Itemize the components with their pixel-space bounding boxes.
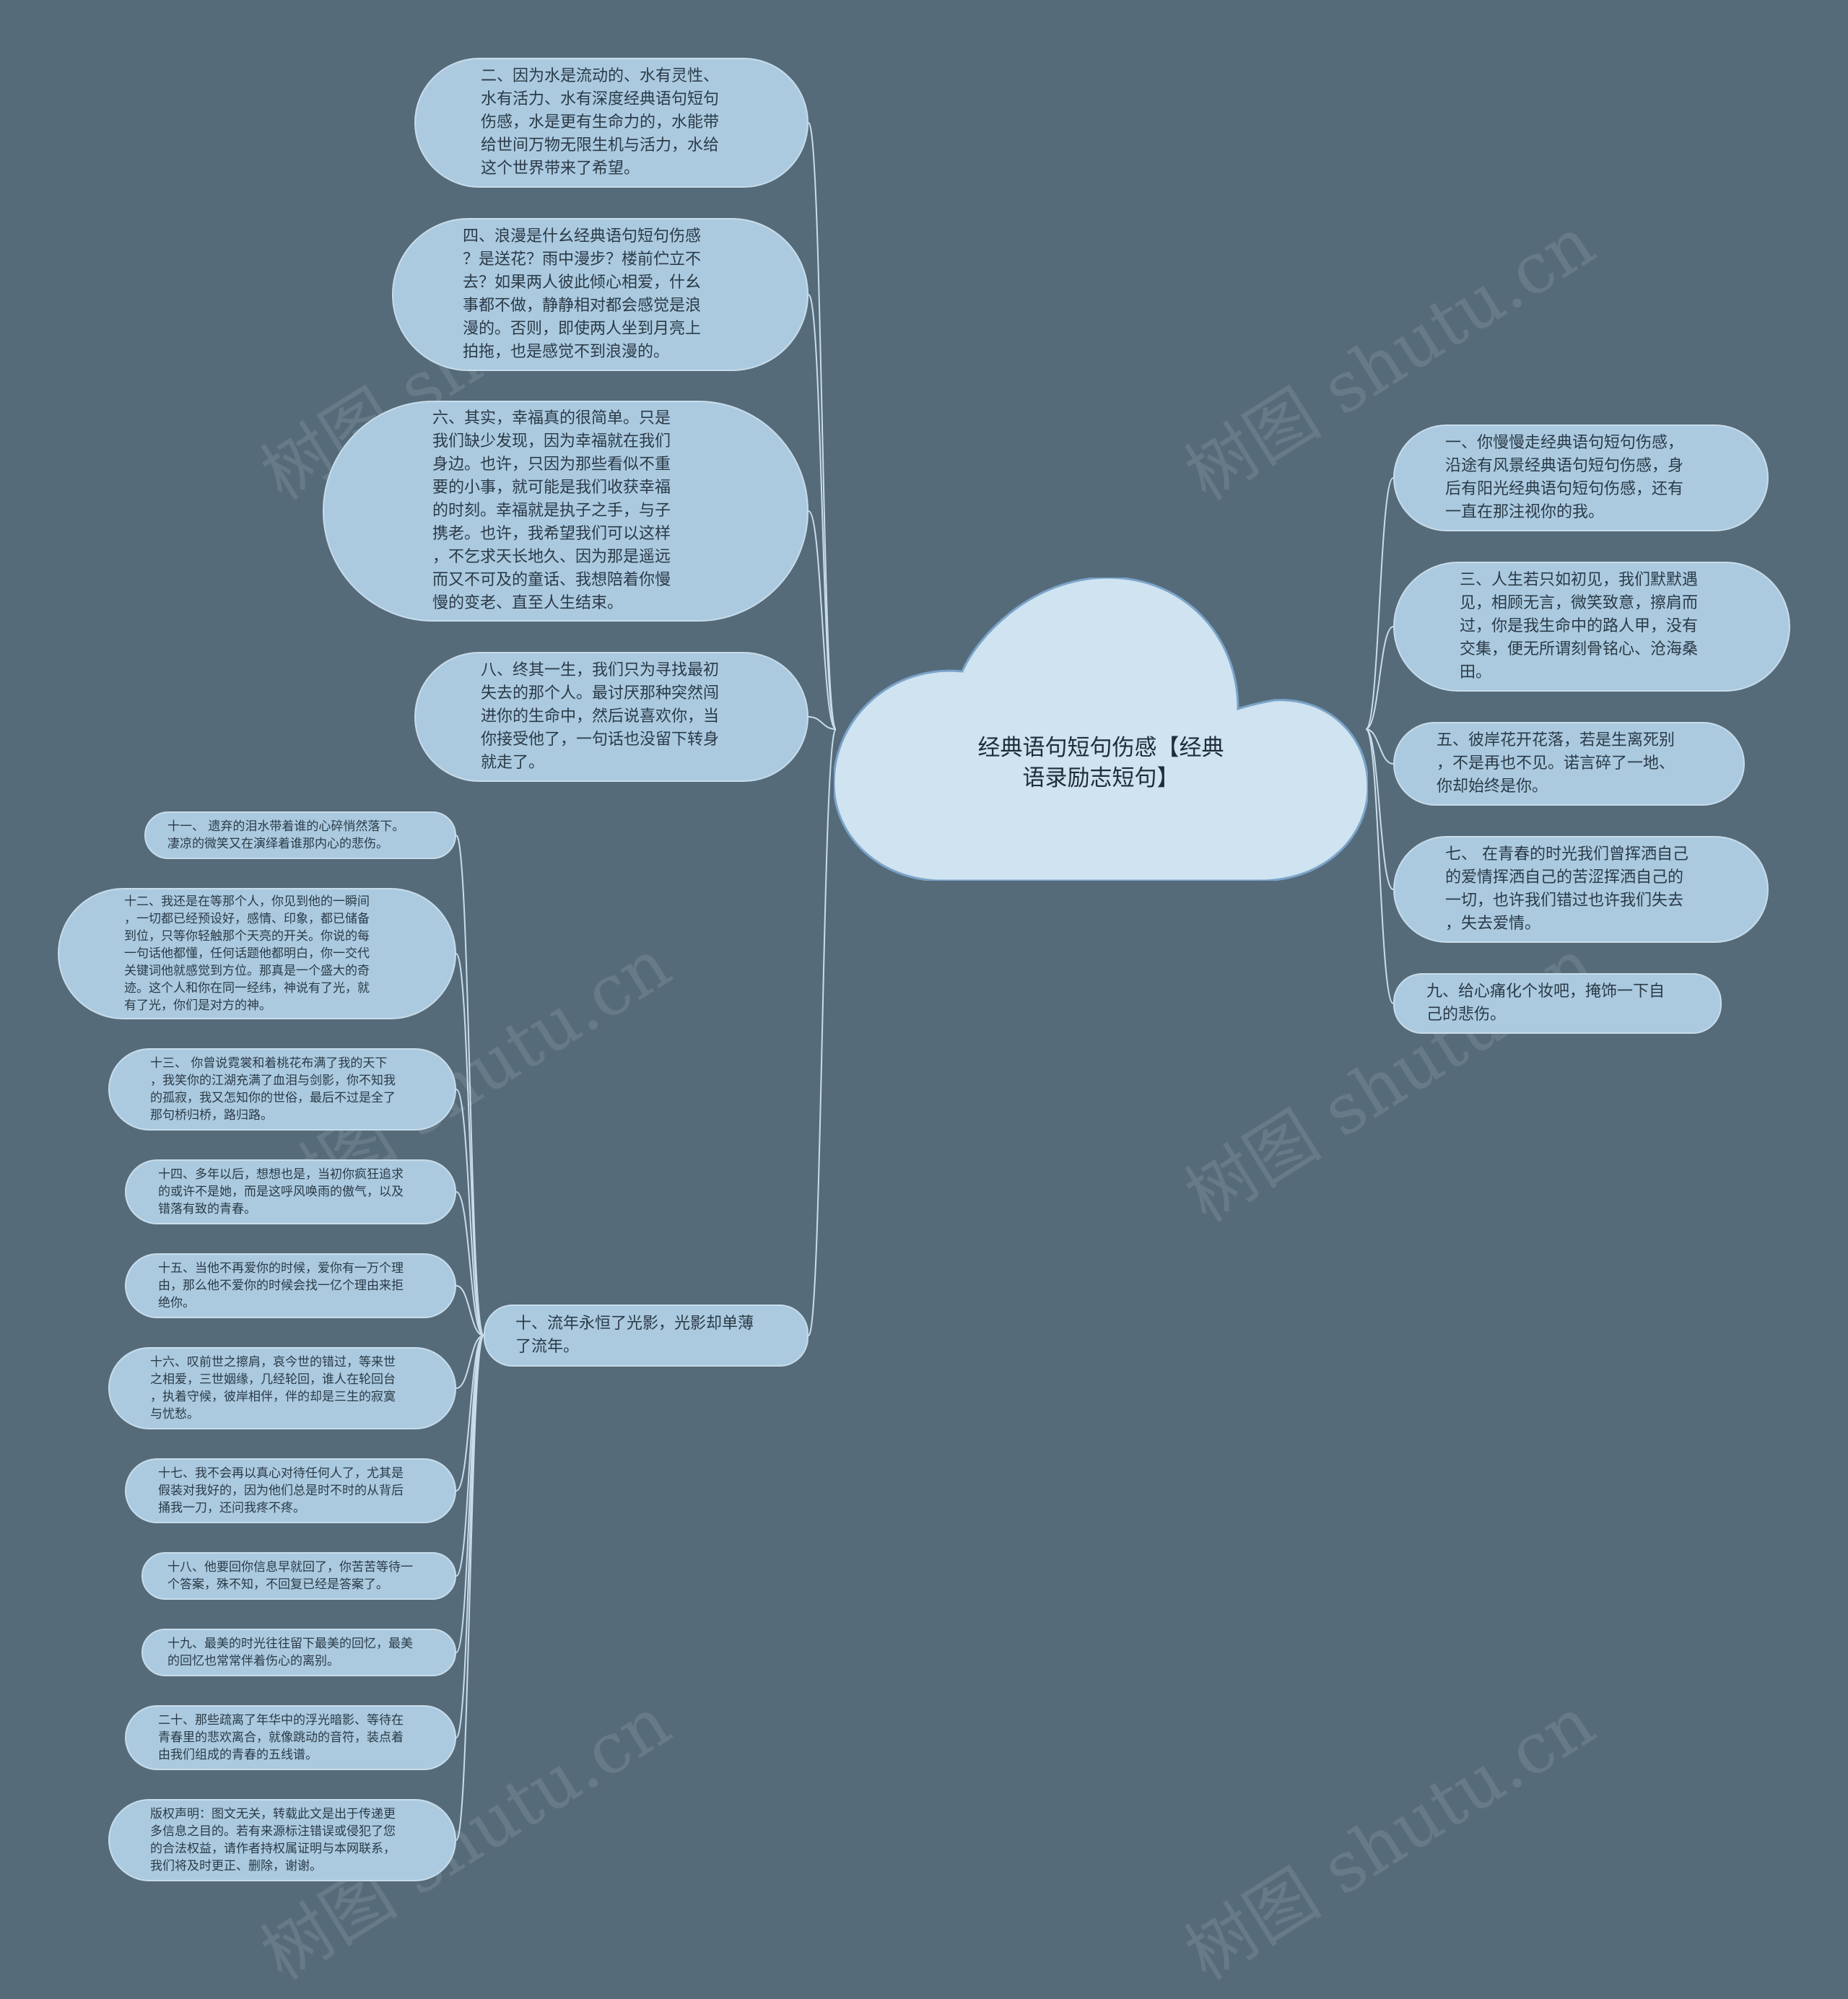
node-7[interactable]: 七、 在青春的时光我们曾挥洒自己 的爱情挥洒自己的苦涩挥洒自己的 一切，也许我们…: [1393, 836, 1769, 943]
connector-left-2: [808, 510, 837, 730]
connector-sub-2: [456, 1089, 484, 1336]
node-12-text: 十二、我还是在等那个人，你见到他的一瞬间 ，一切都已经预设好，感情、印象，都已储…: [124, 894, 370, 1013]
node-18[interactable]: 十八、他要回你信息早就回了，你苦苦等待一 个答案，殊不知，不回复已经是答案了。: [141, 1552, 456, 1600]
node-4[interactable]: 四、浪漫是什幺经典语句短句伤感 ？是送花？雨中漫步？楼前伫立不 去？如果两人彼此…: [392, 218, 808, 371]
node-6[interactable]: 六、其实，幸福真的很简单。只是 我们缺少发现，因为幸福就在我们 身边。也许，只因…: [323, 401, 808, 622]
node-10-text: 十、流年永恒了光影，光影却单薄 了流年。: [515, 1315, 754, 1356]
connector-right-4: [1365, 728, 1394, 1004]
connector-lines: [456, 122, 1394, 1841]
node-2-text: 二、因为水是流动的、水有灵性、 水有活力、水有深度经典语句短句 伤感，水是更有生…: [481, 67, 720, 178]
node-19-text: 十九、最美的时光往往留下最美的回忆，最美 的回忆也常常伴着伤心的离别。: [167, 1637, 413, 1668]
node-8[interactable]: 八、终其一生，我们只为寻找最初 失去的那个人。最讨厌那种突然闯 进你的生命中，然…: [414, 652, 808, 782]
connector-sub-9: [456, 1335, 484, 1738]
node-14[interactable]: 十四、多年以后，想想也是，当初你疯狂追求 的或许不是她，而是这呼风唤雨的傲气，以…: [125, 1159, 456, 1224]
node-1-text: 一、你慢慢走经典语句短句伤感， 沿途有风景经典语句短句伤感，身 后有阳光经典语句…: [1445, 434, 1684, 521]
node-2[interactable]: 二、因为水是流动的、水有灵性、 水有活力、水有深度经典语句短句 伤感，水是更有生…: [414, 58, 808, 188]
node-11-text: 十一、 遗弃的泪水带着谁的心碎悄然落下。 凄凉的微笑又在演绎着谁那内心的悲伤。: [167, 819, 405, 851]
connector-sub-10: [456, 1335, 484, 1841]
node-9[interactable]: 九、给心痛化个妆吧，掩饰一下自 己的悲伤。: [1393, 973, 1722, 1034]
node-13[interactable]: 十三、 你曾说霓裳和着桃花布满了我的天下 ，我笑你的江湖充满了血泪与剑影，你不知…: [108, 1048, 456, 1131]
node-17[interactable]: 十七、我不会再以真心对待任何人了，尤其是 假装对我好的，因为他们总是时不时的从背…: [125, 1458, 456, 1523]
node-16-text: 十六、叹前世之擦肩，哀今世的错过，等来世 之相爱，三世姻缘，几经轮回，谁人在轮回…: [150, 1355, 396, 1421]
connector-left-3: [808, 716, 837, 730]
node-20-text: 二十、那些疏离了年华中的浮光暗影、等待在 青春里的悲欢离合，就像跳动的音符，装点…: [158, 1713, 404, 1762]
node-6-text: 六、其实，幸福真的很简单。只是 我们缺少发现，因为幸福就在我们 身边。也许，只因…: [432, 409, 671, 612]
connector-sub-5: [456, 1335, 484, 1389]
node-15[interactable]: 十五、当他不再爱你的时候，爱你有一万个理 由，那么他不爱你的时候会找一亿个理由来…: [125, 1253, 456, 1318]
node-5[interactable]: 五、彼岸花开花落，若是生离死别 ，不是再也不见。诺言碎了一地、 你却始终是你。: [1393, 722, 1745, 806]
node-12[interactable]: 十二、我还是在等那个人，你见到他的一瞬间 ，一切都已经预设好，感情、印象，都已储…: [58, 888, 456, 1019]
connector-left-1: [808, 294, 837, 730]
mindmap-canvas: 树图 shutu.cn 树图 shutu.cn 树图 shutu.cn 树图 s…: [58, 58, 1790, 1995]
node-19[interactable]: 十九、最美的时光往往留下最美的回忆，最美 的回忆也常常伴着伤心的离别。: [141, 1629, 456, 1676]
node-8-text: 八、终其一生，我们只为寻找最初 失去的那个人。最讨厌那种突然闯 进你的生命中，然…: [481, 661, 720, 772]
connector-sub-4: [456, 1285, 484, 1336]
root-title: 经典语句短句伤感【经典 语录励志短句】: [977, 735, 1224, 791]
connector-sub-3: [456, 1191, 484, 1336]
node-16[interactable]: 十六、叹前世之擦肩，哀今世的错过，等来世 之相爱，三世姻缘，几经轮回，谁人在轮回…: [108, 1347, 456, 1429]
connector-left-4: [808, 728, 837, 1336]
node-21[interactable]: 版权声明：图文无关，转载此文是出于传递更 多信息之目的。若有来源标注错误或侵犯了…: [108, 1799, 456, 1881]
node-17-text: 十七、我不会再以真心对待任何人了，尤其是 假装对我好的，因为他们总是时不时的从背…: [158, 1466, 404, 1515]
node-10[interactable]: 十、流年永恒了光影，光影却单薄 了流年。: [484, 1305, 808, 1367]
node-14-text: 十四、多年以后，想想也是，当初你疯狂追求 的或许不是她，而是这呼风唤雨的傲气，以…: [158, 1167, 404, 1216]
node-5-text: 五、彼岸花开花落，若是生离死别 ，不是再也不见。诺言碎了一地、 你却始终是你。: [1437, 731, 1675, 796]
connector-sub-1: [456, 953, 484, 1336]
node-11[interactable]: 十一、 遗弃的泪水带着谁的心碎悄然落下。 凄凉的微笑又在演绎着谁那内心的悲伤。: [144, 811, 456, 859]
node-15-text: 十五、当他不再爱你的时候，爱你有一万个理 由，那么他不爱你的时候会找一亿个理由来…: [158, 1261, 404, 1310]
connector-left-0: [808, 122, 837, 730]
node-1[interactable]: 一、你慢慢走经典语句短句伤感， 沿途有风景经典语句短句伤感，身 后有阳光经典语句…: [1393, 424, 1769, 531]
node-21-text: 版权声明：图文无关，转载此文是出于传递更 多信息之目的。若有来源标注错误或侵犯了…: [150, 1807, 396, 1873]
connector-right-2: [1365, 728, 1394, 765]
node-7-text: 七、 在青春的时光我们曾挥洒自己 的爱情挥洒自己的苦涩挥洒自己的 一切，也许我们…: [1445, 845, 1688, 933]
root-cloud-shape[interactable]: [834, 578, 1368, 881]
node-13-text: 十三、 你曾说霓裳和着桃花布满了我的天下 ，我笑你的江湖充满了血泪与剑影，你不知…: [150, 1056, 396, 1123]
node-3[interactable]: 三、人生若只如初见，我们默默遇 见，相顾无言，微笑致意，擦肩而 过，你是我生命中…: [1393, 562, 1790, 692]
connector-right-1: [1365, 626, 1394, 730]
connector-right-3: [1365, 728, 1394, 890]
connector-sub-6: [456, 1335, 484, 1491]
connector-right-0: [1365, 477, 1394, 730]
node-4-text: 四、浪漫是什幺经典语句短句伤感 ？是送花？雨中漫步？楼前伫立不 去？如果两人彼此…: [463, 227, 702, 361]
node-20[interactable]: 二十、那些疏离了年华中的浮光暗影、等待在 青春里的悲欢离合，就像跳动的音符，装点…: [125, 1705, 456, 1770]
node-18-text: 十八、他要回你信息早就回了，你苦苦等待一 个答案，殊不知，不回复已经是答案了。: [167, 1560, 413, 1592]
node-3-text: 三、人生若只如初见，我们默默遇 见，相顾无言，微笑致意，擦肩而 过，你是我生命中…: [1460, 571, 1699, 681]
node-9-text: 九、给心痛化个妆吧，掩饰一下自 己的悲伤。: [1426, 983, 1665, 1024]
